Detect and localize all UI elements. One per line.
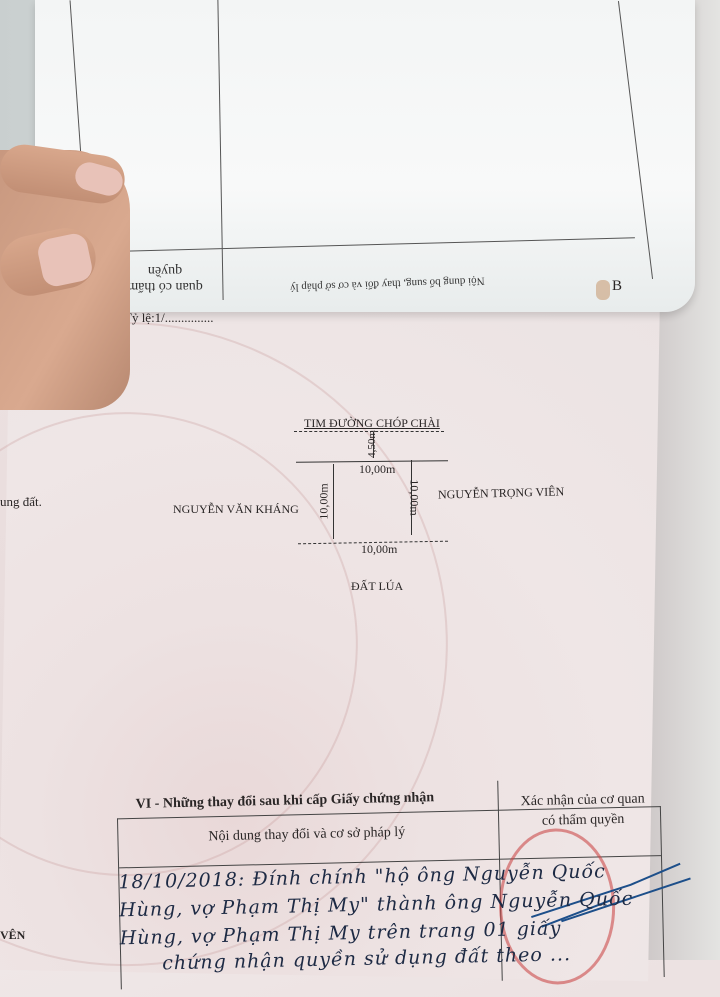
folded-page: quan có thẩm quyền Nội dung bổ sung, tha… (35, 0, 695, 312)
scale-label: Tỷ lệ:1/............... (124, 310, 214, 325)
stain (596, 280, 610, 300)
road-centerline (294, 431, 444, 432)
signature (531, 862, 691, 928)
top-edge-length: 10,00m (359, 462, 396, 476)
margin-letter: B (612, 278, 623, 294)
section-title: VI - Những thay đổi sau khi cấp Giấy chứ… (135, 790, 435, 812)
road-label: TIM ĐƯỜNG CHÓP CHÀI (304, 416, 440, 430)
west-neighbor: NGUYỄN VĂN KHÁNG (173, 502, 299, 516)
offset-arrow (373, 432, 374, 458)
plot-right-edge (411, 460, 412, 535)
col-content-header: Nội dung thay đổi và cơ sở pháp lý (208, 824, 406, 845)
cut-off-text: ung đất. (0, 494, 42, 509)
bottom-edge-length: 10,00m (361, 542, 398, 556)
changes-section: VI - Những thay đổi sau khi cấp Giấy chứ… (116, 780, 691, 990)
south-label: ĐẤT LÚA (351, 579, 404, 593)
plot-left-edge (333, 464, 334, 539)
plot-diagram: TIM ĐƯỜNG CHÓP CHÀI 4,50m 10,00m 10,00m … (173, 416, 564, 593)
col-confirm-header: Xác nhận của cơ quan có thẩm quyền (520, 791, 645, 829)
cut-off-text: VÊN (0, 928, 26, 942)
